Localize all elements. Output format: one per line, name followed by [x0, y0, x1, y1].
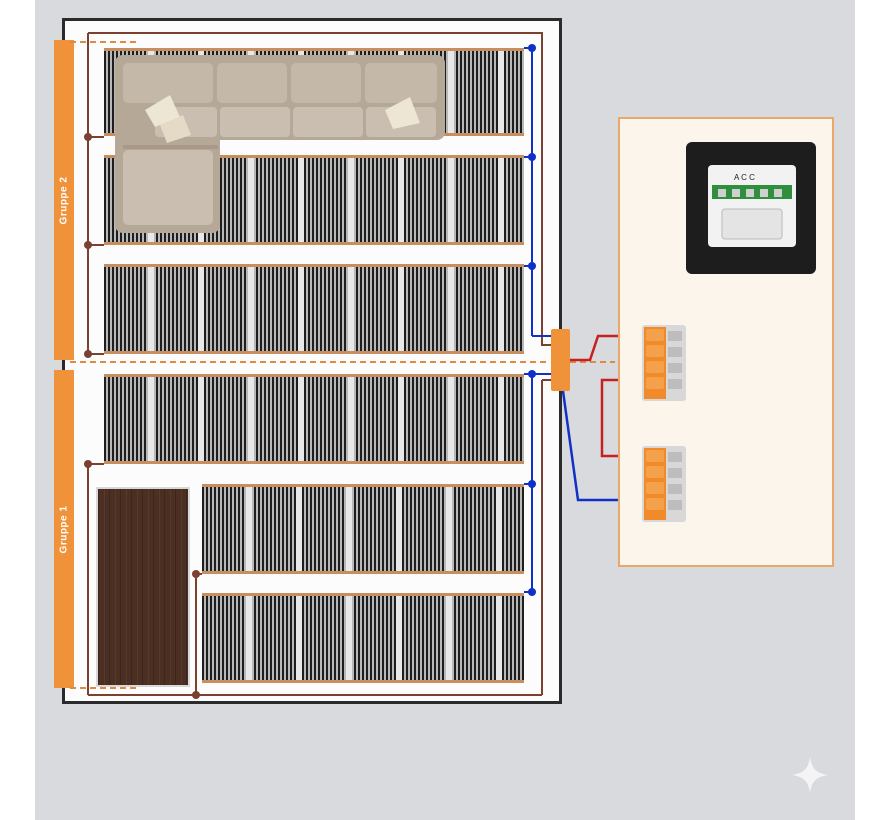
heating-film-strip	[202, 593, 524, 683]
heating-film-strip	[104, 264, 524, 354]
wago-clamp-icon	[642, 446, 686, 522]
wago-clamp-icon	[642, 325, 686, 401]
terminal-labels: A C C	[734, 173, 755, 182]
thermostat-terminal-block: A C C	[708, 165, 796, 247]
sofa-icon	[115, 55, 445, 233]
sparkle-icon	[792, 757, 828, 793]
terminal-block-icon	[712, 185, 792, 240]
group-1-label: Gruppe 1	[54, 370, 74, 688]
heating-film-strip	[202, 484, 524, 574]
group-1-label-text: Gruppe 1	[58, 505, 70, 553]
heating-film-strip	[104, 374, 524, 464]
group-2-label: Gruppe 2	[54, 40, 74, 360]
group-2-label-text: Gruppe 2	[58, 176, 70, 224]
wardrobe	[96, 487, 190, 687]
junction-connector	[551, 329, 570, 391]
